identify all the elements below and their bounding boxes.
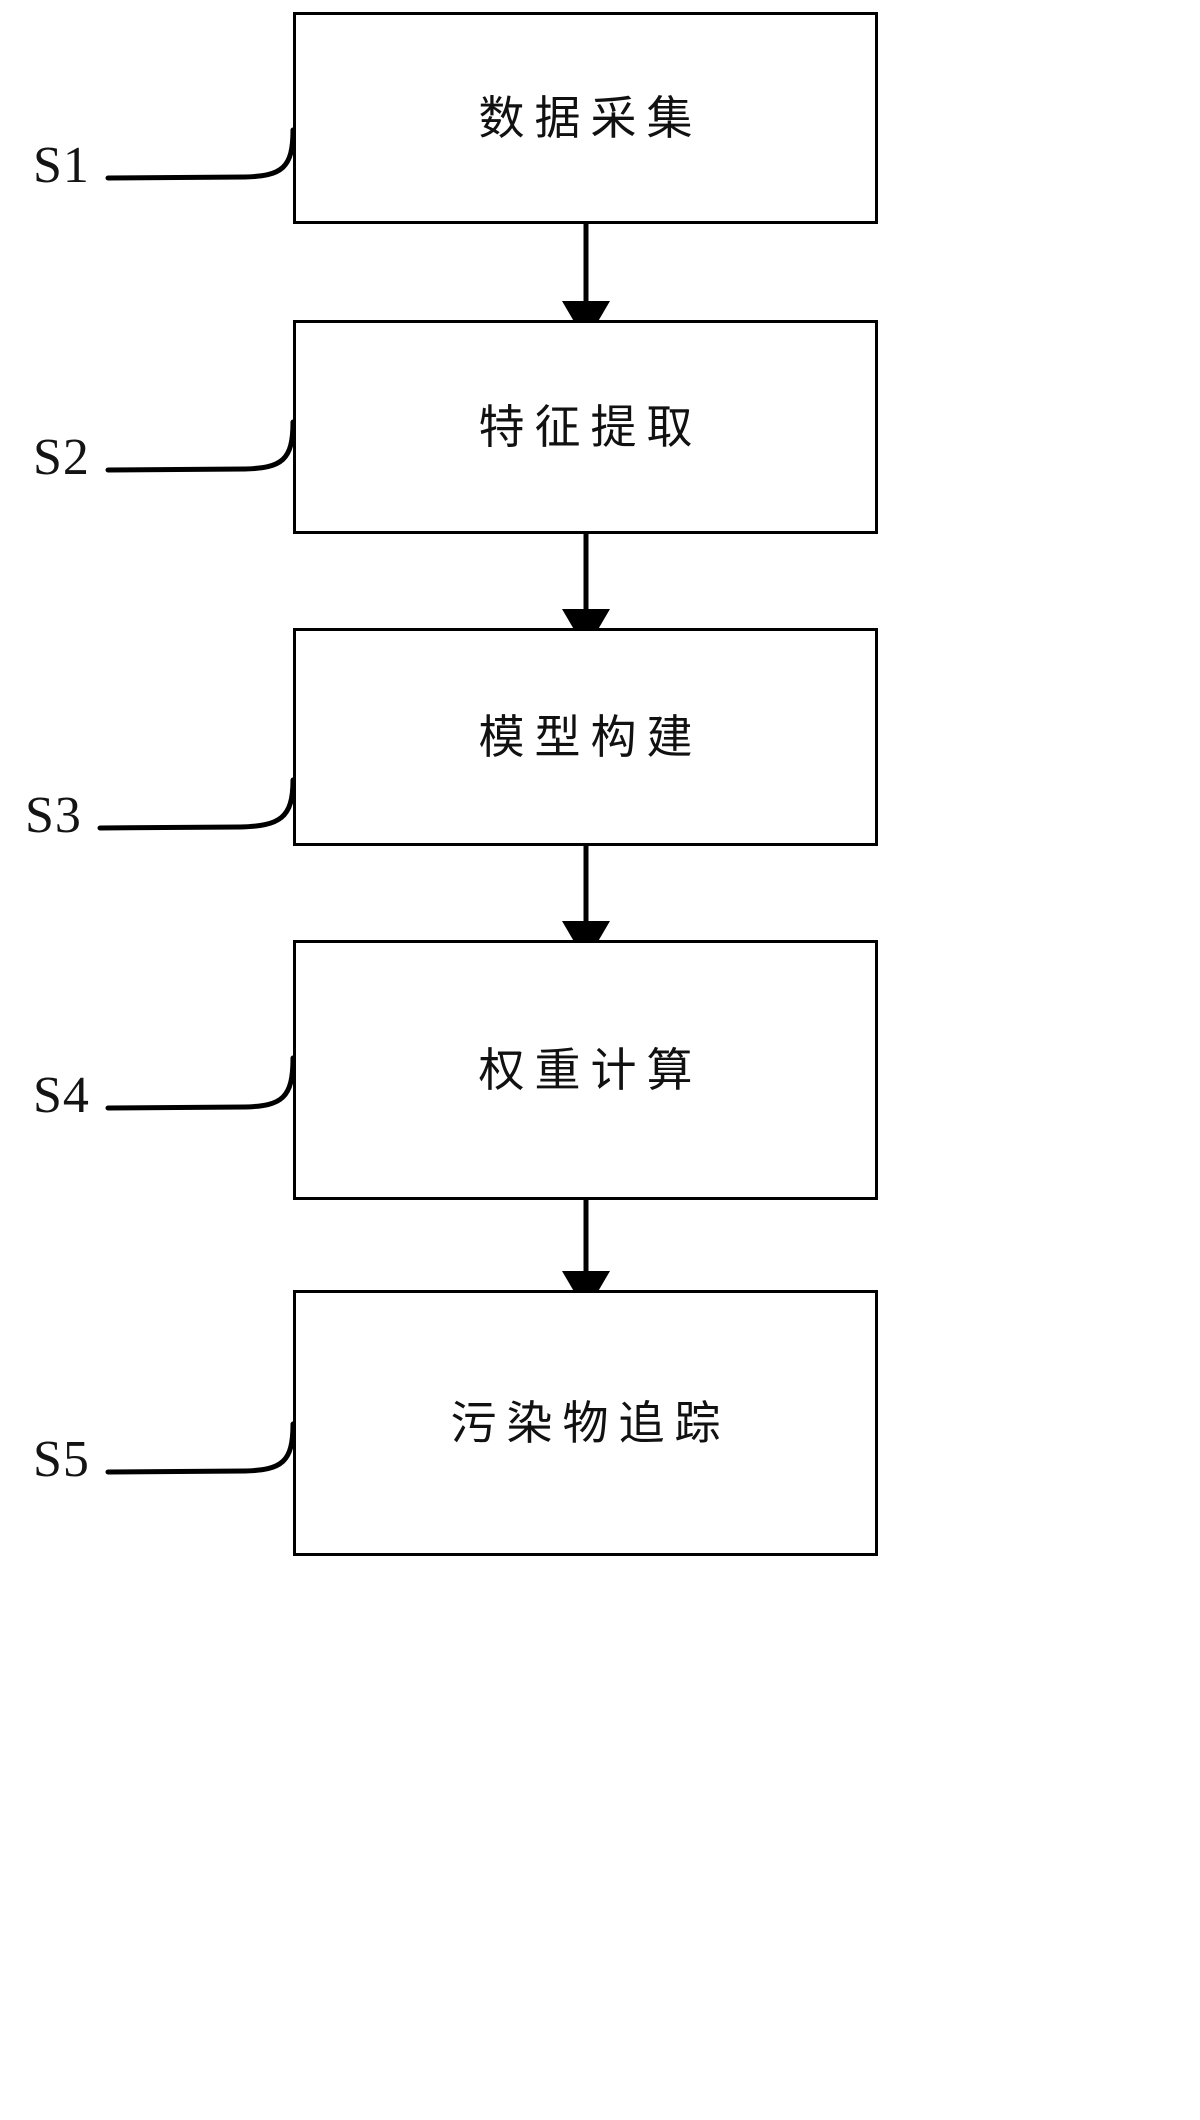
step-tag-s2: S2 [33,429,90,486]
process-box-s3-label: 模型构建 [478,710,703,764]
leader-line-s5 [105,1421,296,1475]
process-box-s3[interactable]: 模型构建 [293,628,878,846]
process-box-s2[interactable]: 特征提取 [293,320,878,534]
process-box-s5-label: 污染物追踪 [450,1396,731,1450]
process-box-s4[interactable]: 权重计算 [293,940,878,1200]
process-box-s1-label: 数据采集 [478,91,703,145]
step-tag-s3: S3 [25,787,82,844]
step-tag-s5: S5 [33,1431,90,1488]
leader-line-s2 [105,419,296,473]
step-tag-s1: S1 [33,137,90,194]
leader-line-s1 [105,127,296,181]
leader-line-s3 [97,777,296,831]
process-box-s2-label: 特征提取 [478,400,703,454]
process-box-s1[interactable]: 数据采集 [293,12,878,224]
process-box-s5[interactable]: 污染物追踪 [293,1290,878,1556]
process-box-s4-label: 权重计算 [478,1043,703,1097]
leader-line-s4 [105,1055,296,1111]
step-tag-s4: S4 [33,1067,90,1124]
